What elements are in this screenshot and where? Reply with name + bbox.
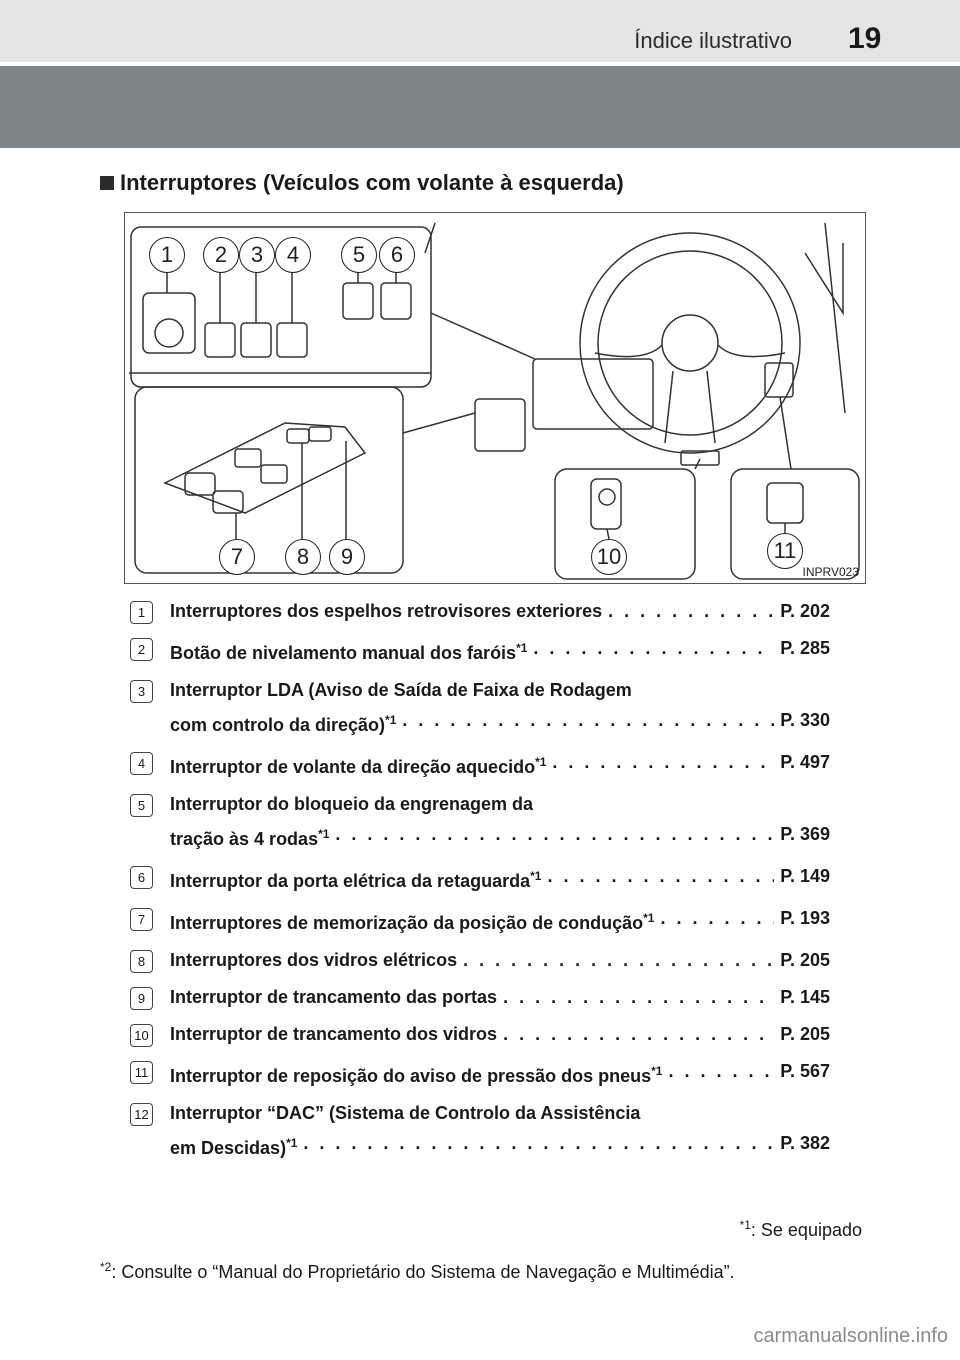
callout-5: 5 xyxy=(341,237,377,273)
footnote-ref: *1 xyxy=(643,911,655,925)
item-number: 5 xyxy=(130,794,153,817)
callout-8: 8 xyxy=(285,539,321,575)
page-reference: P. 330 xyxy=(780,710,830,730)
item-label: Interruptores dos espelhos retrovisores … xyxy=(170,601,603,621)
footnote-ref: *1 xyxy=(318,827,330,841)
heading-marker-icon xyxy=(100,176,114,190)
callout-3: 3 xyxy=(239,237,275,273)
item-label: Interruptor de trancamento dos vidros xyxy=(170,1024,498,1044)
footnote-ref: *1 xyxy=(530,869,542,883)
item-number: 12 xyxy=(130,1103,153,1126)
chapter-title: Índice ilustrativo xyxy=(634,28,792,53)
list-item: 1 Interruptores dos espelhos retrovisore… xyxy=(130,596,830,626)
page-reference: P. 202 xyxy=(780,601,830,621)
page-number: 19 xyxy=(848,22,882,55)
footnote-ref: *1 xyxy=(286,1136,298,1150)
footnote-ref: *1 xyxy=(651,1064,663,1078)
item-number: 2 xyxy=(130,638,153,661)
item-label: em Descidas) xyxy=(170,1138,287,1158)
footnote-2-mark: *2 xyxy=(100,1260,112,1274)
item-label: Interruptores dos vidros elétricos xyxy=(170,950,458,970)
item-label: Interruptor de reposição do aviso de pre… xyxy=(170,1066,652,1086)
page-reference: P. 497 xyxy=(780,752,830,772)
footnote-1: *1: Se equipado xyxy=(740,1218,862,1241)
page-reference: P. 285 xyxy=(780,638,830,658)
callout-10: 10 xyxy=(591,539,627,575)
item-number: 6 xyxy=(130,866,153,889)
item-number: 11 xyxy=(130,1061,153,1084)
page-reference: P. 205 xyxy=(780,1024,830,1044)
list-item: 10 Interruptor de trancamento dos vidros… xyxy=(130,1019,830,1049)
item-label: com controlo da direção) xyxy=(170,715,386,735)
item-label: Interruptores de memorização da posição … xyxy=(170,913,644,933)
item-number: 3 xyxy=(130,680,153,703)
footnote-ref: *1 xyxy=(516,641,528,655)
callout-2: 2 xyxy=(203,237,239,273)
list-item: 2 Botão de nivelamento manual dos faróis… xyxy=(130,633,830,668)
footnote-1-text: : Se equipado xyxy=(750,1220,862,1240)
item-number: 10 xyxy=(130,1024,153,1047)
list-item: 6 Interruptor da porta elétrica da retag… xyxy=(130,861,830,896)
callout-11: 11 xyxy=(767,533,803,569)
item-label: Interruptor da porta elétrica da retagua… xyxy=(170,871,531,891)
list-item: 3 Interruptor LDA (Aviso de Saída de Fai… xyxy=(130,675,830,740)
item-number: 9 xyxy=(130,987,153,1010)
list-item: 4 Interruptor de volante da direção aque… xyxy=(130,747,830,782)
item-number: 4 xyxy=(130,752,153,775)
callout-7: 7 xyxy=(219,539,255,575)
footnote-ref: *1 xyxy=(385,713,397,727)
header-band xyxy=(0,66,960,148)
watermark: carmanualsonline.info xyxy=(753,1325,948,1347)
page-reference: P. 149 xyxy=(780,866,830,886)
switch-list: 1 Interruptores dos espelhos retrovisore… xyxy=(130,596,830,1170)
footnote-ref: *1 xyxy=(535,755,547,769)
item-number: 1 xyxy=(130,601,153,624)
footnote-2-text: : Consulte o “Manual do Proprietário do … xyxy=(111,1262,735,1282)
figure-code: INPRV023 xyxy=(802,565,859,579)
section-heading-text: Interruptores (Veículos com volante à es… xyxy=(120,170,624,195)
callout-4: 4 xyxy=(275,237,311,273)
item-number: 7 xyxy=(130,908,153,931)
item-label: Interruptor LDA (Aviso de Saída de Faixa… xyxy=(170,680,632,700)
page-reference: P. 205 xyxy=(780,950,830,970)
list-item: 9 Interruptor de trancamento das portas.… xyxy=(130,982,830,1012)
item-label: Interruptor do bloqueio da engrenagem da xyxy=(170,794,534,814)
page-reference: P. 369 xyxy=(780,824,830,844)
item-label: Botão de nivelamento manual dos faróis xyxy=(170,643,517,663)
callout-9: 9 xyxy=(329,539,365,575)
item-number: 8 xyxy=(130,950,153,973)
list-item: 5 Interruptor do bloqueio da engrenagem … xyxy=(130,789,830,854)
page-reference: P. 193 xyxy=(780,908,830,928)
list-item: 12 Interruptor “DAC” (Sistema de Control… xyxy=(130,1098,830,1163)
header-strip xyxy=(0,0,960,62)
dashboard-drawing xyxy=(129,222,860,580)
footnote-1-mark: *1 xyxy=(739,1218,751,1232)
item-label: tração às 4 rodas xyxy=(170,829,319,849)
callout-1: 1 xyxy=(149,237,185,273)
list-item: 8 Interruptores dos vidros elétricos. . … xyxy=(130,945,830,975)
page-reference: P. 145 xyxy=(780,987,830,1007)
page-reference: P. 382 xyxy=(780,1133,830,1153)
page-reference: P. 567 xyxy=(780,1061,830,1081)
callout-6: 6 xyxy=(379,237,415,273)
item-label: Interruptor de volante da direção aqueci… xyxy=(170,757,536,777)
list-item: 7 Interruptores de memorização da posiçã… xyxy=(130,903,830,938)
switches-illustration: 1 2 3 4 5 6 7 8 9 10 11 INPRV023 xyxy=(124,212,866,584)
footnote-2: *2: Consulte o “Manual do Proprietário d… xyxy=(100,1260,735,1283)
list-item: 11 Interruptor de reposição do aviso de … xyxy=(130,1056,830,1091)
section-heading: Interruptores (Veículos com volante à es… xyxy=(100,170,624,196)
item-label: Interruptor de trancamento das portas xyxy=(170,987,498,1007)
item-label: Interruptor “DAC” (Sistema de Controlo d… xyxy=(170,1103,641,1123)
